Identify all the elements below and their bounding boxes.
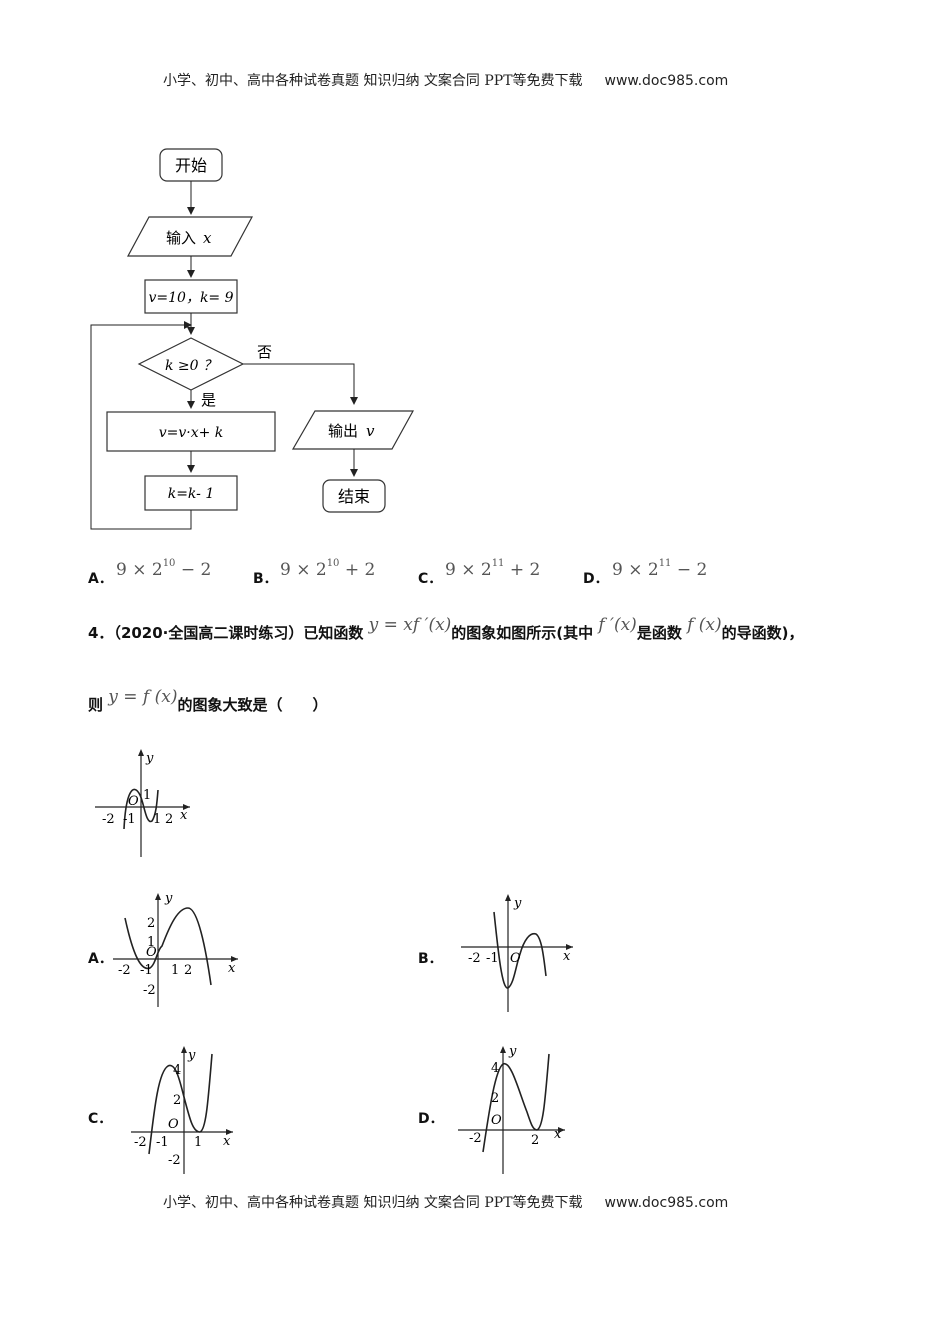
svg-text:4: 4 [173,1063,181,1078]
graph-option-d: y x O -2 2 4 2 [458,1044,565,1174]
svg-text:2: 2 [491,1091,499,1106]
init-label: v=10，k= 9 [148,290,233,306]
svg-text:-2: -2 [468,951,481,966]
q3-option-a-letter: A． [88,571,113,587]
output-label: 输出 [328,422,358,440]
q3-option-d[interactable]: D． [583,568,609,588]
page-header: 小学、初中、高中各种试卷真题 知识归纳 文案合同 PPT等免费下载 www.doc… [163,70,728,90]
assign-v-label: v=v·x+ k [159,425,224,441]
svg-text:-1: -1 [156,1135,169,1150]
formula-y-xfprime: y = xf ′(x) [368,615,452,635]
svg-text:x: x [554,1127,562,1142]
header-text: 小学、初中、高中各种试卷真题 知识归纳 文案合同 PPT等免费下载 [163,73,583,89]
svg-text:-1: -1 [140,963,153,978]
main-x-label: x [180,808,188,823]
graph-xfprime: y x O -2 -1 1 2 1 [95,749,190,857]
formula-fprime: f ′(x) [598,615,637,635]
svg-text:-2: -2 [102,812,115,827]
q3-option-a[interactable]: A． [88,568,113,588]
q3-option-d-letter: D． [583,571,609,587]
formula-f: f (x) [687,615,722,635]
no-label: 否 [257,343,272,361]
q4-option-c[interactable]: C． [88,1111,113,1127]
main-origin: O [128,794,139,809]
svg-text:2: 2 [173,1093,181,1108]
main-y-label: y [145,751,154,766]
page-footer: 小学、初中、高中各种试卷真题 知识归纳 文案合同 PPT等免费下载 www.doc… [163,1192,728,1212]
start-label: 开始 [175,156,207,175]
svg-text:-2: -2 [143,983,156,998]
svg-text:x: x [223,1134,231,1149]
output-node [291,410,415,450]
svg-text:2: 2 [147,916,155,931]
svg-text:2: 2 [184,963,192,978]
svg-text:4: 4 [491,1061,499,1076]
svg-text:x: x [563,949,571,964]
assign-v-node [106,411,276,452]
q3-option-c-formula: 9 × 211 + 2 [445,558,541,580]
graph-option-c: y x O -2 -1 1 4 2 -2 [131,1046,233,1174]
svg-text:O: O [491,1113,502,1128]
question-source: （2020·全国高二课时练习） [113,624,304,642]
end-label: 结束 [338,487,370,506]
svg-text:-2: -2 [118,963,131,978]
q3-option-b-letter: B． [253,571,278,587]
question-4-line-1: 4．（2020·全国高二课时练习）已知函数 y = xf ′(x)的图象如图所示… [88,615,804,642]
q3-option-d-formula: 9 × 211 − 2 [612,558,708,580]
svg-text:-2: -2 [469,1131,482,1146]
q3-option-c-letter: C． [418,571,443,587]
formula-y-f: y = f (x) [108,687,178,707]
q4-option-b[interactable]: B． [418,951,443,967]
output-var: v [366,422,375,440]
svg-text:2: 2 [531,1133,539,1148]
svg-text:x: x [228,961,236,976]
svg-text:1: 1 [147,935,155,950]
svg-text:1: 1 [171,963,179,978]
init-node [144,279,238,314]
svg-text:1: 1 [143,788,151,803]
yes-label: 是 [201,391,216,409]
svg-text:y: y [508,1044,517,1059]
assign-k-label: k=k- 1 [168,486,215,502]
header-url[interactable]: www.doc985.com [604,73,729,89]
svg-text:y: y [187,1048,196,1063]
svg-text:1: 1 [194,1135,202,1150]
flowchart: 开始 输入 x v=10，k= 9 k ≥0 ？ 否 是 v=v·x+ k k=… [90,148,415,530]
footer-url[interactable]: www.doc985.com [604,1195,729,1211]
end-node [322,479,386,513]
input-label: 输入 [166,229,196,247]
question-number: 4． [88,624,114,642]
question-4-line-2: 则 y = f (x)的图象大致是（ ） [88,687,328,714]
q3-option-b-formula: 9 × 210 + 2 [280,558,376,580]
q3-option-c[interactable]: C． [418,568,442,588]
q4-option-a[interactable]: A． [88,951,113,967]
svg-text:-2: -2 [134,1135,147,1150]
q3-option-b[interactable]: B． [253,568,278,588]
q3-option-a-formula: 9 × 210 − 2 [116,558,212,580]
svg-text:-1: -1 [486,951,499,966]
svg-text:-1: -1 [123,812,136,827]
svg-text:y: y [513,896,522,911]
q3-options: A． 9 × 210 − 2 B． 9 × 210 + 2 C． 9 × 211… [88,558,888,588]
footer-text: 小学、初中、高中各种试卷真题 知识归纳 文案合同 PPT等免费下载 [163,1195,583,1211]
graph-option-a: y x O -2 -1 1 2 2 1 -2 [113,891,238,1007]
svg-text:O: O [146,945,157,960]
input-node [126,216,254,257]
svg-text:-2: -2 [168,1153,181,1168]
svg-text:y: y [164,891,173,906]
svg-text:2: 2 [165,812,173,827]
graph-option-b: y x O -2 -1 [461,894,573,1012]
svg-text:1: 1 [153,812,161,827]
condition-label: k ≥0 ？ [165,358,217,374]
input-var: x [203,229,212,247]
q4-option-d[interactable]: D． [418,1111,444,1127]
svg-text:O: O [168,1117,179,1132]
svg-text:O: O [510,951,521,966]
